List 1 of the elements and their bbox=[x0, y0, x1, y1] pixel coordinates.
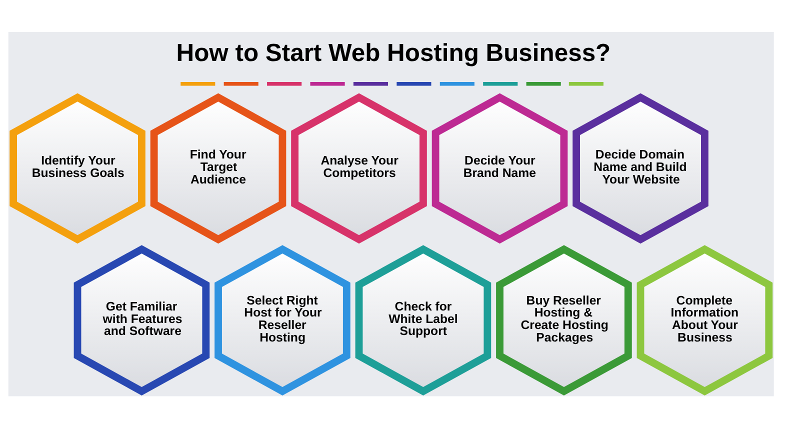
diagram-title: How to Start Web Hosting Business? bbox=[176, 40, 611, 67]
